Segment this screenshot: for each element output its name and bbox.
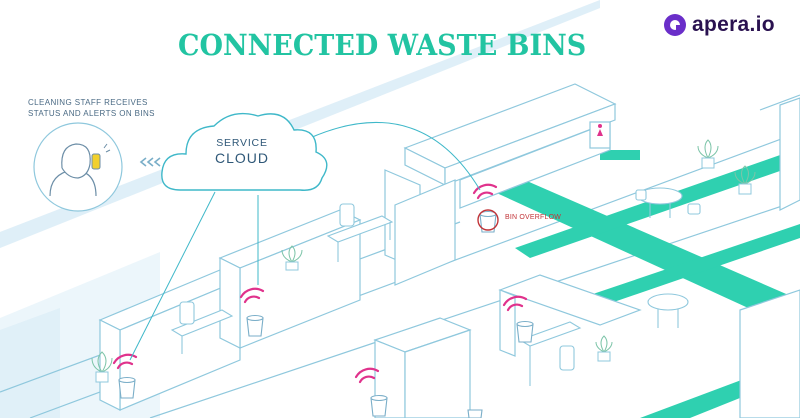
connection-lines xyxy=(129,121,481,361)
person-with-phone-icon xyxy=(33,122,123,212)
cloud-label-line2: CLOUD xyxy=(214,150,269,166)
bin-overflow-label: BIN OVERFLOW xyxy=(505,214,562,221)
bin-overflow-marker xyxy=(477,209,499,231)
lower-building xyxy=(373,274,800,418)
page-title: CONNECTED WASTE BINS xyxy=(178,28,587,62)
cloud-label: SERVICE CLOUD xyxy=(198,137,286,166)
bin-icon xyxy=(118,210,534,418)
cloud-label-line1: SERVICE xyxy=(216,137,268,149)
cubicles-left xyxy=(98,169,456,411)
service-cloud xyxy=(161,112,328,191)
restroom-sign xyxy=(597,124,603,136)
chevrons-left-icon xyxy=(139,157,161,167)
brand-name: apera.io xyxy=(692,13,775,36)
brand-mark-icon xyxy=(664,14,686,36)
right-building xyxy=(759,94,800,211)
staff-caption-line2: STATUS AND ALERTS ON BINS xyxy=(28,109,155,118)
restroom-building xyxy=(403,83,617,209)
brand-logo: apera.io xyxy=(664,12,775,38)
wifi-signal-icon xyxy=(112,183,528,384)
furniture xyxy=(170,187,701,386)
staff-caption-line1: CLEANING STAFF RECEIVES xyxy=(28,98,148,107)
plant-icon xyxy=(91,139,756,383)
staff-caption: CLEANING STAFF RECEIVES STATUS AND ALERT… xyxy=(28,97,208,119)
